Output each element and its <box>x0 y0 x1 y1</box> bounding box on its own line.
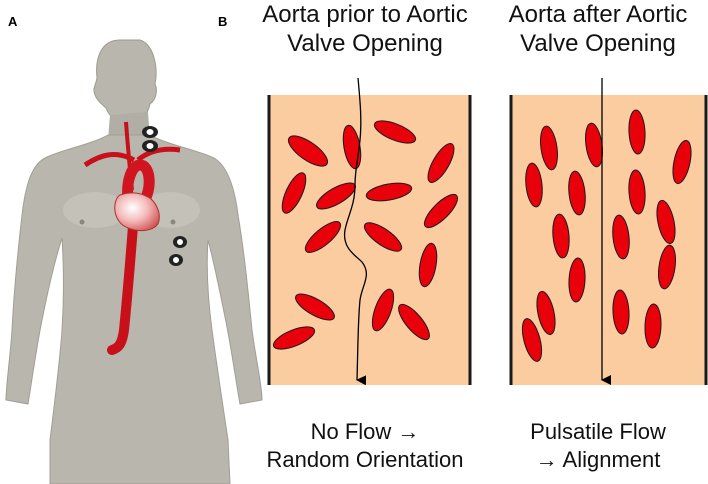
rbc <box>612 289 630 335</box>
left-caption-line2: Random Orientation <box>266 447 464 472</box>
rbc <box>295 293 335 321</box>
panel-b-label: B <box>218 14 228 29</box>
left-vessel-caption: No Flow → Random Orientation <box>245 418 485 474</box>
rbc <box>423 193 459 229</box>
rbc <box>672 139 692 185</box>
rbc <box>418 242 438 288</box>
left-nipple <box>79 219 85 225</box>
rbc <box>371 288 395 332</box>
panel-a-label: A <box>8 14 18 29</box>
left-flow-line <box>343 77 367 386</box>
rbc <box>427 143 455 183</box>
right-vessel-caption: Pulsatile Flow → Alignment <box>488 418 708 474</box>
right-rbc-group <box>521 109 692 362</box>
rbc <box>552 213 570 259</box>
human-head <box>93 39 157 125</box>
right-heading-line1: Aorta after Aortic <box>508 1 688 28</box>
rbc <box>287 135 329 167</box>
rbc <box>658 244 676 290</box>
descending-aorta <box>107 195 140 355</box>
rbc <box>521 318 543 362</box>
left-pectoral <box>63 192 127 228</box>
electrode-upper <box>142 126 158 152</box>
rbc <box>272 326 316 350</box>
subclavian-left <box>83 152 136 168</box>
rbc <box>304 221 342 253</box>
right-heading-line2: Valve Opening <box>520 30 676 57</box>
subclavian-right <box>136 146 181 162</box>
left-vessel <box>267 77 472 386</box>
rbc <box>363 222 403 252</box>
rbc <box>644 303 662 349</box>
electrode-lower <box>169 236 187 266</box>
human-neck <box>108 112 150 140</box>
rbc <box>373 120 417 144</box>
rbc <box>398 303 430 341</box>
human-figure <box>5 39 263 484</box>
left-caption-line1: No Flow → <box>310 419 420 444</box>
heart <box>114 192 160 232</box>
rbc <box>568 257 586 303</box>
rbc <box>612 214 630 260</box>
rbc <box>628 109 646 155</box>
left-vessel-heading: Aorta prior to Aortic Valve Opening <box>245 0 485 58</box>
left-heading-line1: Aorta prior to Aortic <box>262 1 468 28</box>
right-nipple <box>170 219 176 225</box>
right-vessel <box>509 78 708 385</box>
rbc <box>568 170 586 216</box>
rbc <box>656 199 676 245</box>
rbc <box>281 172 307 214</box>
rbc <box>365 182 413 202</box>
human-torso <box>5 134 263 484</box>
left-heading-line2: Valve Opening <box>287 30 443 57</box>
right-caption-line1: Pulsatile Flow <box>530 419 666 444</box>
rbc <box>525 162 543 208</box>
rbc <box>628 169 646 215</box>
rbc <box>540 125 558 171</box>
rbc <box>536 290 556 336</box>
right-vessel-heading: Aorta after Aortic Valve Opening <box>488 0 708 58</box>
aortic-arch <box>122 159 155 203</box>
right-caption-line2: → Alignment <box>535 447 661 472</box>
